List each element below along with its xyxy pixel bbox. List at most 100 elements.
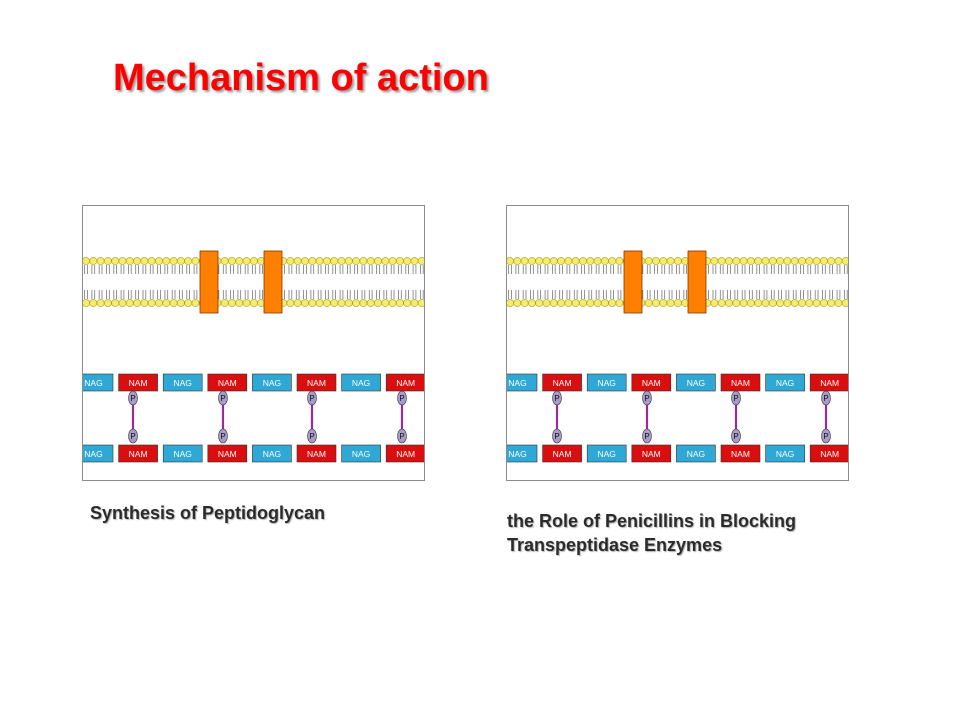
- nag-sugar: [83, 373, 114, 392]
- lipid-head: [549, 257, 558, 265]
- lipid-head: [125, 299, 134, 307]
- lipid-head: [754, 257, 763, 265]
- lipid-head: [790, 257, 799, 265]
- lipid-head: [162, 257, 171, 265]
- peptide-label: P: [733, 432, 738, 441]
- sugar-label: NAG: [508, 449, 526, 459]
- lipid-head: [83, 257, 90, 265]
- lipid-head: [754, 299, 763, 307]
- lipid-head: [571, 257, 580, 265]
- peptide-label: P: [309, 394, 314, 403]
- peptide-node: [397, 428, 407, 444]
- lipid-head: [83, 299, 90, 307]
- nag-sugar: [676, 373, 716, 392]
- nam-sugar: [207, 444, 248, 463]
- nag-sugar: [252, 373, 292, 392]
- lipid-head: [337, 299, 346, 307]
- sugar-label: NAG: [597, 449, 615, 459]
- lipid-head: [542, 257, 551, 265]
- peptide-label: P: [644, 394, 649, 403]
- lipid-head: [118, 257, 127, 265]
- lipid-head: [827, 257, 836, 265]
- lipid-head: [374, 299, 382, 307]
- lipid-head: [579, 257, 587, 265]
- lipid-head: [330, 299, 339, 307]
- peptide-node: [642, 428, 652, 444]
- lipid-head: [513, 257, 522, 265]
- peptide-node: [552, 428, 562, 444]
- peptide-node: [128, 428, 138, 444]
- lipid-head: [527, 257, 536, 265]
- peptide-node: [218, 428, 228, 444]
- lipid-head: [520, 257, 529, 265]
- lipid-head: [381, 257, 390, 265]
- sugar-label: NAG: [687, 449, 705, 459]
- caption-line: Transpeptidase Enzymes: [507, 535, 723, 555]
- peptide-label: P: [220, 432, 225, 441]
- lipid-head: [783, 257, 792, 265]
- lipid-head: [776, 257, 784, 265]
- lipid-head: [344, 299, 353, 307]
- lipid-head: [249, 299, 258, 307]
- lipid-head: [395, 299, 404, 307]
- caption-penicillin-role: the Role of Penicillins in Blocking Tran…: [507, 509, 796, 557]
- peptide-label: P: [399, 432, 404, 441]
- sugar-label: NAM: [820, 449, 839, 459]
- lipid-head: [812, 299, 821, 307]
- sugar-label: NAM: [396, 449, 415, 459]
- lipid-head: [507, 257, 514, 265]
- sugar-label: NAM: [307, 449, 326, 459]
- lipid-head: [746, 299, 755, 307]
- lipid-head: [798, 257, 806, 265]
- lipid-head: [184, 257, 193, 265]
- lipid-head: [220, 299, 229, 307]
- sugar-label: NAG: [263, 378, 281, 388]
- lipid-head: [805, 299, 814, 307]
- sugar-label: NAG: [263, 449, 281, 459]
- lipid-head: [739, 257, 748, 265]
- nag-sugar: [162, 373, 203, 392]
- membrane-protein: [687, 250, 707, 314]
- sugar-label: NAG: [84, 378, 102, 388]
- nam-sugar: [385, 444, 424, 463]
- lipid-head: [103, 299, 112, 307]
- nam-sugar: [542, 373, 582, 392]
- lipid-head: [564, 257, 573, 265]
- lipid-head: [557, 299, 565, 307]
- lipid-head: [177, 257, 185, 265]
- lipid-head: [103, 257, 112, 265]
- lipid-head: [410, 257, 419, 265]
- nag-sugar: [676, 444, 716, 463]
- nag-sugar: [507, 373, 538, 392]
- lipid-head: [395, 257, 404, 265]
- peptide-label: P: [554, 432, 559, 441]
- lipid-head: [249, 257, 258, 265]
- lipid-head: [819, 257, 828, 265]
- lipid-head: [322, 299, 331, 307]
- peptide-node: [307, 428, 317, 444]
- lipid-head: [155, 299, 163, 307]
- lipid-head: [557, 257, 565, 265]
- lipid-head: [366, 257, 375, 265]
- lipid-head: [834, 257, 843, 265]
- lipid-head: [286, 299, 295, 307]
- lipid-head: [388, 299, 397, 307]
- nam-sugar: [720, 373, 761, 392]
- cell-membrane: [83, 250, 424, 314]
- peptide-label: P: [399, 394, 404, 403]
- lipid-head: [162, 299, 171, 307]
- nam-sugar: [631, 373, 672, 392]
- lipid-head: [235, 257, 244, 265]
- lipid-head: [359, 299, 368, 307]
- lipid-head: [586, 257, 595, 265]
- lipid-head: [330, 257, 339, 265]
- lipid-head: [410, 299, 419, 307]
- lipid-head: [527, 299, 536, 307]
- lipid-head: [761, 257, 770, 265]
- nag-sugar: [765, 373, 805, 392]
- peptide-label: P: [309, 432, 314, 441]
- lipid-head: [790, 299, 799, 307]
